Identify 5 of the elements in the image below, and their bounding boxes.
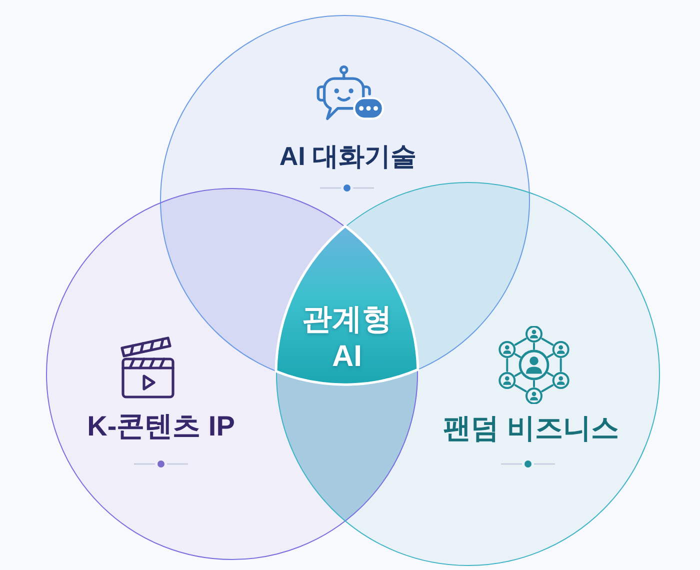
circle-title: 팬덤 비즈니스 [443,412,619,446]
circle-title: AI 대화기술 [279,140,417,172]
center-lens [274,224,420,387]
center-title: 관계형 AI [302,302,392,375]
circle-title: K-콘텐츠 IP [87,410,235,444]
